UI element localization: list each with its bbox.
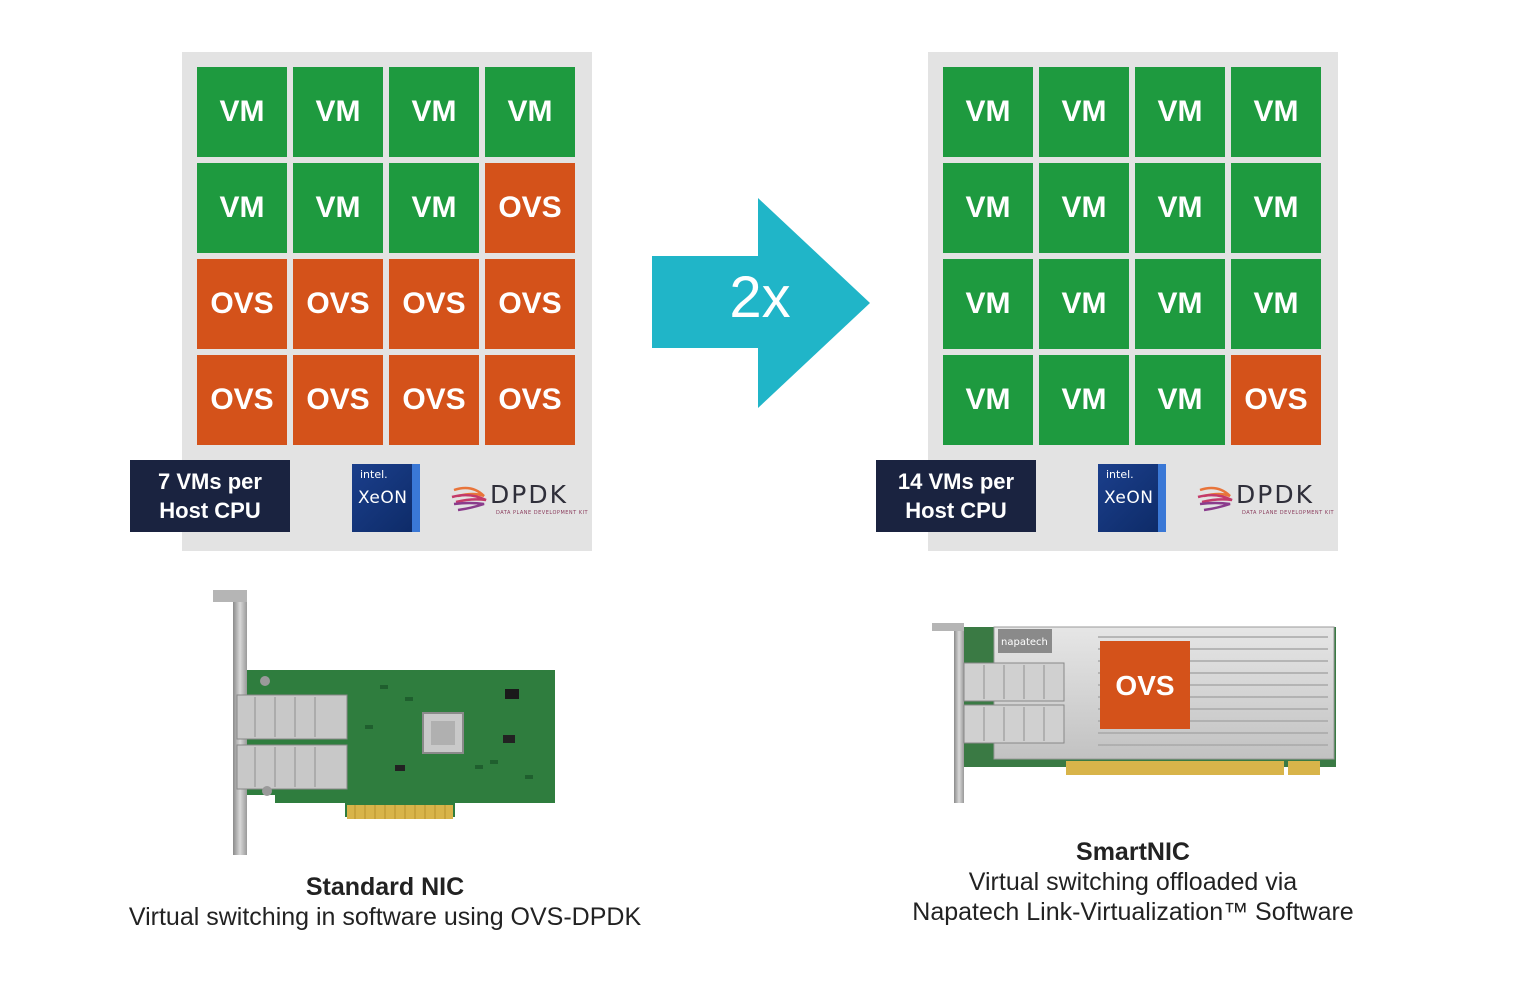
dpdk-logo: DPDK DATA PLANE DEVELOPMENT KIT <box>450 480 588 516</box>
smartnic-title: SmartNIC <box>1076 838 1190 866</box>
xeon-stripe <box>1158 464 1166 532</box>
vm-core-cell: VM <box>1135 163 1225 253</box>
dpdk-logo: DPDK DATA PLANE DEVELOPMENT KIT <box>1196 480 1334 516</box>
xeon-stripe <box>412 464 420 532</box>
ovs-core-cell: OVS <box>197 259 287 349</box>
vm-core-cell: VM <box>1039 355 1129 445</box>
smartnic-description-line1: Virtual switching offloaded via <box>968 868 1298 896</box>
ovs-core-cell: OVS <box>197 355 287 445</box>
vm-core-cell: VM <box>943 67 1033 157</box>
vm-count-line1: 14 VMs per <box>897 469 1015 494</box>
xeon-label: XeON <box>1104 488 1154 508</box>
ovs-core-cell: OVS <box>293 355 383 445</box>
xeon-label: XeON <box>358 488 408 508</box>
standard-nic-caption: Standard NIC Virtual switching in softwa… <box>60 872 710 932</box>
ovs-core-cell: OVS <box>293 259 383 349</box>
vm-core-cell: VM <box>293 163 383 253</box>
ovs-core-cell: OVS <box>485 163 575 253</box>
intel-xeon-logo: intel. XeON <box>1098 464 1166 532</box>
dpdk-swirl-icon <box>451 486 487 512</box>
intel-label: intel. <box>1106 468 1134 481</box>
vm-core-cell: VM <box>1039 163 1129 253</box>
ovs-core-cell: OVS <box>485 355 575 445</box>
vm-core-cell: VM <box>1039 259 1129 349</box>
vm-core-cell: VM <box>389 163 479 253</box>
napatech-brand-label: napatech <box>1001 637 1048 648</box>
vm-count-line2: Host CPU <box>905 498 1007 523</box>
vm-count-line2: Host CPU <box>159 498 261 523</box>
arrow-right-icon <box>652 198 870 408</box>
vm-core-cell: VM <box>1039 67 1129 157</box>
dpdk-subtitle: DATA PLANE DEVELOPMENT KIT <box>496 510 589 516</box>
smartnic-ovs-label: OVS <box>1115 670 1174 701</box>
vm-core-cell: VM <box>1231 163 1321 253</box>
vm-core-cell: VM <box>197 67 287 157</box>
smartnic-card-image: napatech OVS <box>932 623 1336 803</box>
dpdk-subtitle: DATA PLANE DEVELOPMENT KIT <box>1242 510 1335 516</box>
vm-core-cell: VM <box>293 67 383 157</box>
standard-nic-title: Standard NIC <box>305 873 465 901</box>
vm-core-cell: VM <box>943 163 1033 253</box>
vm-core-cell: VM <box>197 163 287 253</box>
vm-core-cell: VM <box>1135 355 1225 445</box>
smartnic-caption: SmartNIC Virtual switching offloaded via… <box>808 837 1458 927</box>
ovs-core-cell: OVS <box>485 259 575 349</box>
ovs-core-cell: OVS <box>389 355 479 445</box>
speedup-label: 2x <box>729 265 791 330</box>
vm-core-cell: VM <box>1135 259 1225 349</box>
vm-count-badge: 14 VMs per Host CPU <box>876 460 1036 532</box>
vm-core-cell: VM <box>485 67 575 157</box>
vm-core-cell: VM <box>943 355 1033 445</box>
standard-nic-card-image <box>213 590 555 855</box>
ovs-core-cell: OVS <box>1231 355 1321 445</box>
standard-nic-description: Virtual switching in software using OVS-… <box>128 903 642 931</box>
dpdk-wordmark: DPDK <box>1236 480 1314 509</box>
ovs-core-cell: OVS <box>389 259 479 349</box>
vm-core-cell: VM <box>1231 67 1321 157</box>
vm-core-cell: VM <box>1231 259 1321 349</box>
vm-core-cell: VM <box>389 67 479 157</box>
vm-count-line1: 7 VMs per <box>158 469 262 494</box>
dpdk-swirl-icon <box>1197 486 1233 512</box>
vm-core-cell: VM <box>943 259 1033 349</box>
smartnic-description-line2: Napatech Link-Virtualization™ Software <box>912 898 1354 926</box>
intel-xeon-logo: intel. XeON <box>352 464 420 532</box>
dpdk-wordmark: DPDK <box>490 480 568 509</box>
intel-label: intel. <box>360 468 388 481</box>
vm-core-cell: VM <box>1135 67 1225 157</box>
vm-count-badge: 7 VMs per Host CPU <box>130 460 290 532</box>
